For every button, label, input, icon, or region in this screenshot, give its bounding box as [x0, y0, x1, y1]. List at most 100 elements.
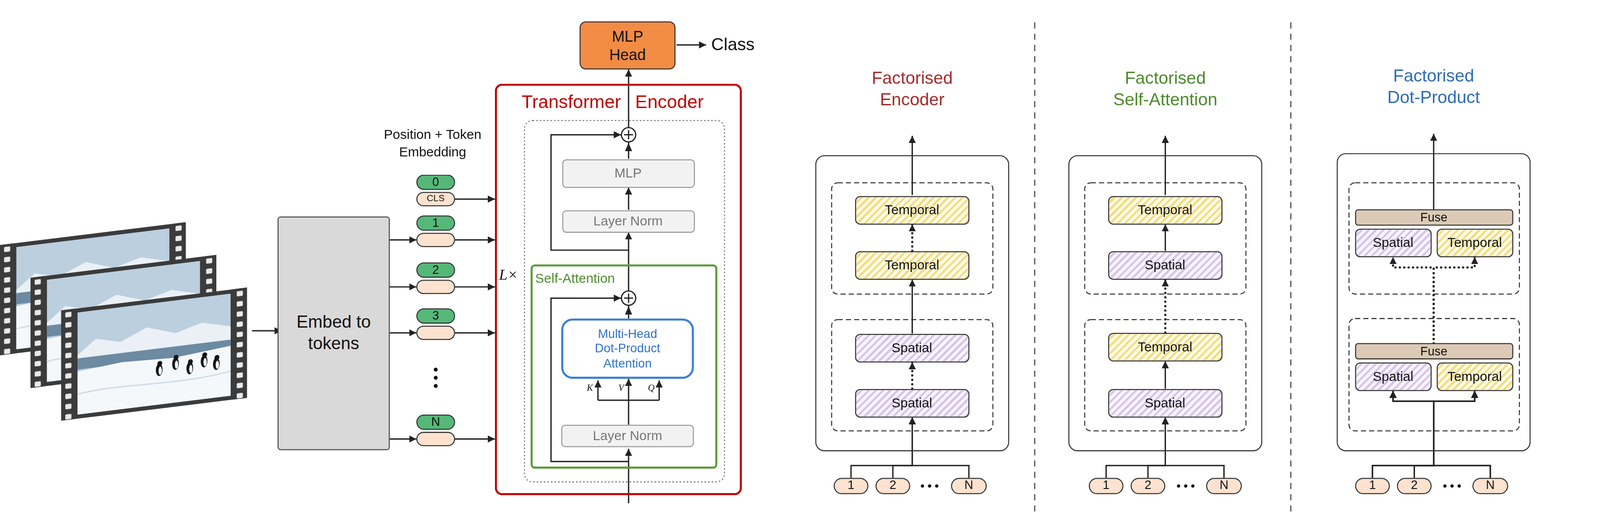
arrow-connector — [1164, 279, 1167, 332]
box-label: N — [1219, 478, 1229, 493]
arrow-connector — [455, 438, 495, 440]
token-pill: 2 — [1397, 477, 1432, 494]
arrow-connector — [455, 239, 495, 241]
output-arrow — [911, 135, 913, 195]
token-index: N — [416, 414, 456, 430]
group-box — [1084, 319, 1247, 431]
token-pill: 1 — [1354, 477, 1390, 494]
ellipsis-dot — [928, 484, 932, 488]
arrow-connector — [1165, 417, 1225, 478]
box-label: Spatial — [1372, 234, 1414, 251]
encoder-frame: MLP Layer Norm Multi-Head Dot-Product Atte… — [494, 83, 742, 495]
box-label: 1 — [847, 478, 855, 493]
ellipsis-dot — [433, 367, 438, 372]
box-label: Temporal — [884, 257, 940, 274]
temporal-block: Temporal — [1107, 195, 1222, 225]
arrow-connector — [389, 286, 417, 288]
box-label: Layer Norm — [593, 427, 663, 444]
spatial-block: Spatial — [1107, 388, 1222, 418]
ellipsis-dot — [433, 375, 438, 380]
box-label: 2 — [1144, 478, 1152, 493]
token-stack: 2 — [416, 262, 456, 294]
arrow-connector — [389, 331, 417, 334]
box-label: Temporal — [1137, 202, 1193, 219]
box-label: Temporal — [1447, 234, 1502, 251]
box-label: N — [964, 478, 974, 493]
film-frame — [61, 287, 248, 421]
arrow-connector — [911, 279, 913, 334]
ellipsis-dot — [1191, 484, 1195, 488]
arrow-connector — [1433, 256, 1476, 344]
token-index: 1 — [416, 215, 456, 231]
box-label: Spatial — [1144, 394, 1186, 411]
box-label: 2 — [889, 478, 897, 493]
sum-symbol — [621, 127, 636, 142]
box-label: Spatial — [891, 394, 933, 411]
temporal-block: Temporal — [1436, 228, 1514, 258]
arrow-connector — [1393, 390, 1491, 478]
token-stack: 0CLS — [416, 174, 456, 207]
block-title: Self-Attention — [535, 270, 616, 287]
ellipsis-dot — [1443, 484, 1447, 488]
box-label: Spatial — [1372, 368, 1414, 385]
arrow-connector — [892, 417, 912, 478]
embedding-box: Embed to tokens — [277, 216, 391, 451]
output-arrow — [1164, 135, 1166, 195]
box-label: Fuse — [1420, 210, 1448, 225]
ellipsis-dot — [1450, 484, 1454, 488]
ellipsis-dot — [935, 484, 939, 488]
token-embedding — [416, 431, 456, 447]
token-index: 0 — [416, 174, 456, 190]
box-label: Multi-Head Dot-Product Attention — [593, 326, 663, 371]
arrow-connector — [455, 286, 495, 288]
temporal-block: Temporal — [854, 250, 969, 280]
box-label: MLP Head — [607, 26, 648, 64]
token-pill: 2 — [875, 477, 911, 494]
attention-box: Multi-Head Dot-Product Attention — [561, 318, 694, 379]
arrow-connector — [1164, 223, 1166, 251]
box-label: 1 — [1368, 478, 1376, 493]
box-label: Temporal — [1447, 368, 1502, 385]
temporal-block: Temporal — [1436, 361, 1514, 391]
separator — [1290, 22, 1292, 516]
variant-panel: TemporalSpatialTemporalSpatialFactorised… — [1068, 154, 1263, 452]
layer-box: MLP — [561, 158, 695, 188]
key-arrow — [597, 380, 599, 400]
arrow-connector — [1393, 390, 1434, 478]
arrow-connector — [1414, 390, 1475, 478]
box-label: N — [1485, 478, 1495, 493]
arrow-head — [624, 305, 633, 314]
token-pill: 1 — [1088, 477, 1124, 494]
arrow-connector — [1372, 390, 1434, 478]
arrow-connector — [851, 417, 913, 478]
head-box: MLP Head — [579, 21, 676, 70]
arrow-connector — [911, 223, 914, 251]
embedding-caption: Position + Token Embedding — [375, 126, 490, 161]
arrow-connector — [627, 378, 630, 425]
box-label: Temporal — [1137, 338, 1193, 355]
ellipsis-dot — [433, 383, 438, 388]
arrow-connector — [912, 417, 969, 478]
box-label: MLP — [614, 164, 642, 181]
penguin — [200, 351, 208, 368]
spatial-block: Spatial — [854, 388, 969, 418]
separator — [1034, 22, 1036, 516]
sum-symbol — [621, 290, 636, 306]
query-label: Q — [648, 382, 655, 395]
key-label: K — [586, 382, 594, 395]
variant-panel: FuseSpatialTemporalFuseSpatialTemporalFa… — [1336, 153, 1531, 452]
arrow-connector — [627, 187, 630, 210]
temporal-block: Temporal — [854, 195, 969, 225]
residual-line — [550, 134, 629, 250]
group-box — [1084, 182, 1247, 294]
box-label: 2 — [1410, 478, 1418, 493]
sum-plus — [623, 129, 634, 140]
penguin — [172, 354, 179, 370]
layer-count: L× — [498, 265, 518, 285]
variant-panel: TemporalTemporalSpatialSpatialFactorised… — [815, 154, 1010, 452]
token-embedding — [416, 232, 456, 247]
token-embedding — [416, 325, 456, 340]
